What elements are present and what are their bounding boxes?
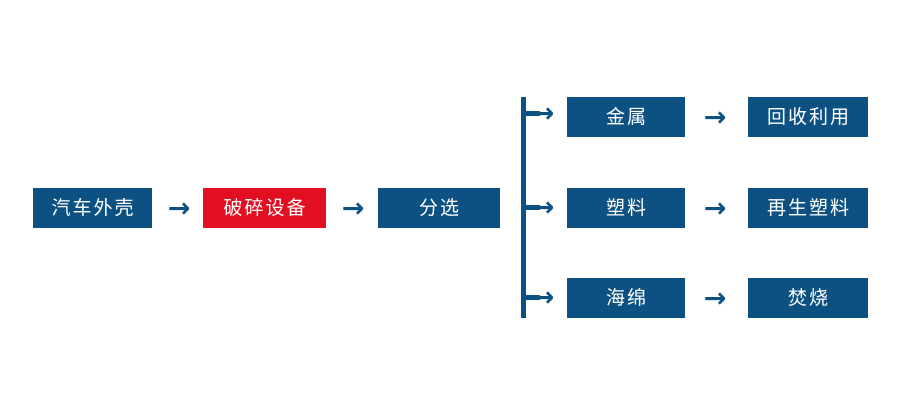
arrow-right-icon-final-2: → bbox=[698, 191, 732, 225]
node-label: 破碎设备 bbox=[223, 196, 308, 219]
node-metal[interactable]: 金属 bbox=[567, 97, 685, 137]
arrow-glyph: → bbox=[531, 281, 555, 313]
node-label: 再生塑料 bbox=[766, 196, 851, 219]
arrow-glyph: → bbox=[167, 192, 191, 224]
arrow-glyph: → bbox=[703, 101, 727, 133]
arrow-glyph: → bbox=[341, 192, 365, 224]
branch-stub-3 bbox=[524, 295, 540, 300]
node-label: 金属 bbox=[605, 105, 648, 128]
arrow-glyph: → bbox=[531, 97, 555, 129]
node-incineration[interactable]: 焚烧 bbox=[748, 278, 868, 318]
node-recycled-plastic[interactable]: 再生塑料 bbox=[748, 188, 868, 228]
node-label: 回收利用 bbox=[766, 105, 851, 128]
node-label: 汽车外壳 bbox=[51, 196, 136, 219]
node-sponge[interactable]: 海绵 bbox=[567, 278, 685, 318]
branch-stub-1 bbox=[524, 111, 540, 116]
node-label: 海绵 bbox=[605, 286, 648, 309]
branch-stub-2 bbox=[524, 205, 540, 210]
branch-bus-line bbox=[521, 97, 526, 318]
arrow-glyph: → bbox=[703, 192, 727, 224]
arrow-right-icon-branch-3: → bbox=[528, 281, 558, 313]
arrow-glyph: → bbox=[703, 282, 727, 314]
node-sorting[interactable]: 分选 bbox=[378, 188, 500, 228]
node-recycling-reuse[interactable]: 回收利用 bbox=[748, 97, 868, 137]
node-plastic[interactable]: 塑料 bbox=[567, 188, 685, 228]
arrow-glyph: → bbox=[531, 191, 555, 223]
arrow-right-icon-branch-2: → bbox=[528, 191, 558, 223]
node-label: 分选 bbox=[418, 196, 461, 219]
arrow-right-icon-final-3: → bbox=[698, 281, 732, 315]
arrow-right-icon-chain-1: → bbox=[162, 191, 196, 225]
node-label: 焚烧 bbox=[787, 286, 830, 309]
node-car-shell[interactable]: 汽车外壳 bbox=[33, 188, 152, 228]
node-crushing-equipment[interactable]: 破碎设备 bbox=[203, 188, 326, 228]
arrow-right-icon-branch-1: → bbox=[528, 97, 558, 129]
arrow-right-icon-chain-2: → bbox=[336, 191, 370, 225]
arrow-right-icon-final-1: → bbox=[698, 100, 732, 134]
node-label: 塑料 bbox=[605, 196, 648, 219]
